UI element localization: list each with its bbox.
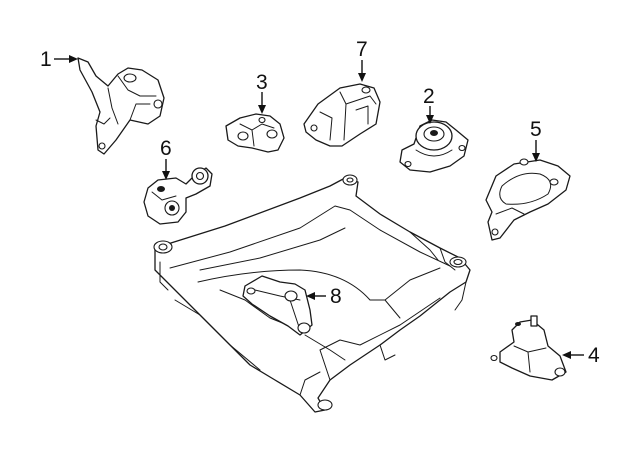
callout-2: 2 xyxy=(423,85,435,124)
callout-4: 4 xyxy=(562,344,600,367)
callout-label-7: 7 xyxy=(356,38,368,61)
rear-mount-icon xyxy=(242,275,313,336)
callout-6: 6 xyxy=(160,137,172,180)
callout-label-2: 2 xyxy=(423,85,435,108)
engine-mount-icon xyxy=(490,315,567,381)
callout-label-1: 1 xyxy=(40,48,52,71)
callout-label-5: 5 xyxy=(530,118,542,141)
callout-8: 8 xyxy=(306,285,342,308)
mount-bracket-icon xyxy=(225,113,285,153)
callout-label-8: 8 xyxy=(330,285,342,308)
callout-1: 1 xyxy=(40,48,78,71)
callout-3: 3 xyxy=(256,71,268,114)
transmission-mount-bracket-icon xyxy=(77,57,165,155)
mount-plate-bracket-icon xyxy=(485,158,571,241)
upper-mount-bracket-icon xyxy=(303,83,381,147)
callout-7: 7 xyxy=(356,38,368,82)
torque-rod-icon xyxy=(143,167,213,225)
callout-label-6: 6 xyxy=(160,137,172,160)
callout-label-3: 3 xyxy=(256,71,268,94)
callout-5: 5 xyxy=(530,118,542,162)
callout-label-4: 4 xyxy=(588,344,600,367)
round-engine-mount-icon xyxy=(399,119,469,173)
